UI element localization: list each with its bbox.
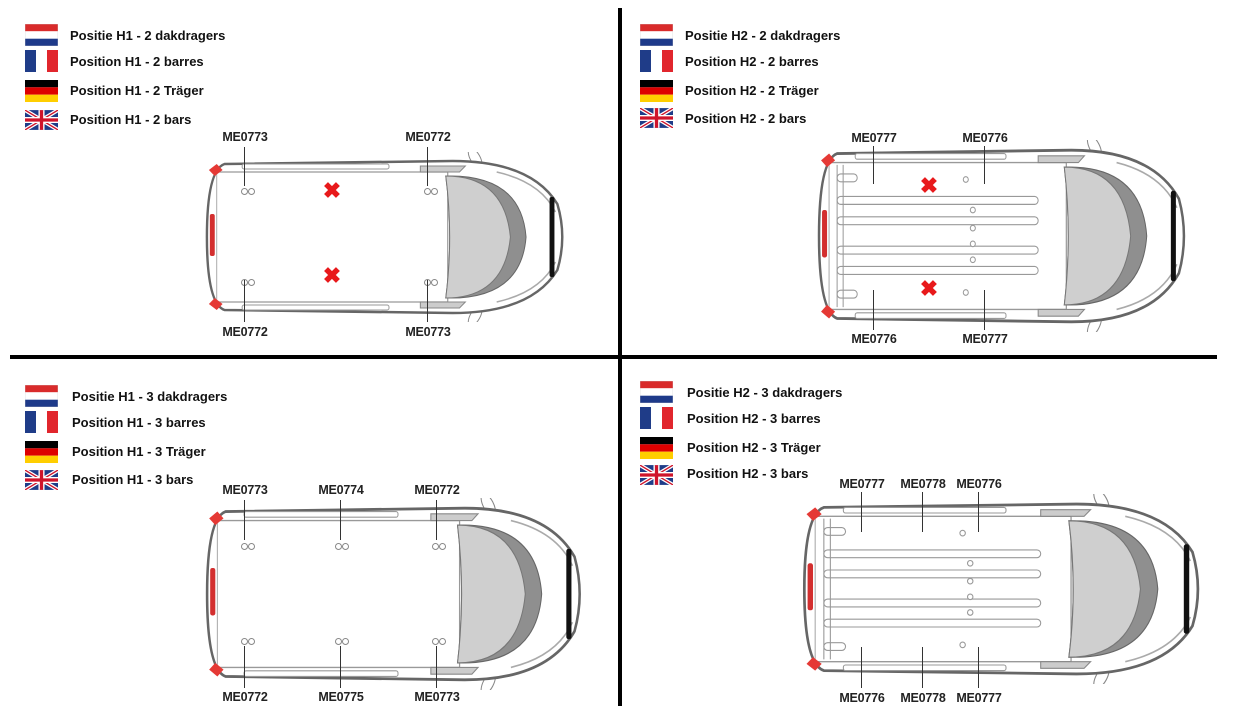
part-number-label: ME0772 <box>222 690 268 704</box>
flag-de-icon <box>640 437 673 459</box>
position-label-fr: Position H1 - 3 barres <box>72 415 206 430</box>
position-label-uk: Position H1 - 2 bars <box>70 112 192 127</box>
part-number-label: ME0777 <box>851 131 897 145</box>
mounting-hole <box>248 188 255 195</box>
part-number-label: ME0777 <box>839 477 885 491</box>
leader-line <box>436 500 437 540</box>
part-number-label: ME0772 <box>414 483 460 497</box>
position-label-fr: Position H2 - 2 barres <box>685 54 819 69</box>
part-number-label: ME0776 <box>851 332 897 346</box>
mounting-hole <box>342 638 349 645</box>
mounting-hole <box>248 279 255 286</box>
removed-position-x-icon: ✖ <box>919 276 939 301</box>
flag-fr-icon <box>640 407 673 429</box>
position-label-nl: Positie H1 - 2 dakdragers <box>70 28 226 43</box>
mounting-hole <box>439 543 446 550</box>
leader-line <box>978 492 979 532</box>
leader-line <box>244 646 245 688</box>
part-number-label: ME0775 <box>318 690 364 704</box>
mounting-hole <box>439 638 446 645</box>
position-label-nl: Positie H2 - 2 dakdragers <box>685 28 841 43</box>
part-number-label: ME0772 <box>405 130 451 144</box>
van-top-view-h1 <box>203 147 575 327</box>
flag-nl-icon <box>639 23 674 47</box>
position-label-uk: Position H2 - 3 bars <box>687 466 809 481</box>
position-label-de: Position H2 - 2 Träger <box>685 83 819 98</box>
leader-line <box>244 147 245 186</box>
leader-line <box>427 147 428 186</box>
removed-position-x-icon: ✖ <box>322 263 342 288</box>
leader-line <box>861 647 862 688</box>
leader-line <box>244 280 245 322</box>
position-label-fr: Position H1 - 2 barres <box>70 54 204 69</box>
leader-line <box>436 646 437 688</box>
mounting-hole <box>431 188 438 195</box>
mounting-hole <box>248 543 255 550</box>
part-number-label: ME0776 <box>839 691 885 705</box>
position-label-de: Position H2 - 3 Träger <box>687 440 821 455</box>
mounting-hole <box>248 638 255 645</box>
part-number-label: ME0777 <box>962 332 1008 346</box>
position-label-nl: Positie H1 - 3 dakdragers <box>72 389 228 404</box>
leader-line <box>427 280 428 322</box>
flag-uk-icon <box>639 106 674 130</box>
mounting-hole <box>241 188 248 195</box>
mounting-hole <box>431 279 438 286</box>
position-label-uk: Position H2 - 2 bars <box>685 111 807 126</box>
flag-uk-icon <box>24 108 59 132</box>
part-number-label: ME0773 <box>222 483 268 497</box>
horizontal-divider <box>10 355 1217 359</box>
part-number-label: ME0772 <box>222 325 268 339</box>
mounting-hole <box>432 638 439 645</box>
part-number-label: ME0776 <box>962 131 1008 145</box>
mounting-hole <box>432 543 439 550</box>
flag-de-icon <box>25 441 58 463</box>
leader-line <box>873 146 874 184</box>
removed-position-x-icon: ✖ <box>322 178 342 203</box>
part-number-label: ME0773 <box>222 130 268 144</box>
van-top-view-h1 <box>203 493 593 695</box>
flag-uk-icon <box>24 468 59 492</box>
part-number-label: ME0774 <box>318 483 364 497</box>
mounting-hole <box>342 543 349 550</box>
part-number-label: ME0778 <box>900 691 946 705</box>
part-number-label: ME0776 <box>956 477 1002 491</box>
flag-fr-icon <box>25 50 58 72</box>
leader-line <box>340 500 341 540</box>
flag-de-icon <box>640 80 673 102</box>
mounting-hole <box>335 638 342 645</box>
leader-line <box>984 146 985 184</box>
flag-fr-icon <box>640 50 673 72</box>
leader-line <box>978 647 979 688</box>
flag-fr-icon <box>25 411 58 433</box>
leader-line <box>922 647 923 688</box>
mounting-hole <box>424 188 431 195</box>
position-label-de: Position H1 - 3 Träger <box>72 444 206 459</box>
flag-nl-icon <box>639 380 674 404</box>
mounting-hole <box>335 543 342 550</box>
mounting-hole <box>241 543 248 550</box>
van-top-view-h2 <box>800 489 1212 689</box>
position-label-fr: Position H2 - 3 barres <box>687 411 821 426</box>
position-label-de: Position H1 - 2 Träger <box>70 83 204 98</box>
removed-position-x-icon: ✖ <box>919 173 939 198</box>
leader-line <box>861 492 862 532</box>
leader-line <box>340 646 341 688</box>
leader-line <box>244 500 245 540</box>
part-number-label: ME0773 <box>405 325 451 339</box>
part-number-label: ME0773 <box>414 690 460 704</box>
leader-line <box>922 492 923 532</box>
flag-nl-icon <box>24 23 59 47</box>
leader-line <box>873 290 874 330</box>
van-top-view-h2 <box>815 135 1197 337</box>
position-label-nl: Positie H2 - 3 dakdragers <box>687 385 843 400</box>
part-number-label: ME0778 <box>900 477 946 491</box>
part-number-label: ME0777 <box>956 691 1002 705</box>
position-label-uk: Position H1 - 3 bars <box>72 472 194 487</box>
flag-uk-icon <box>639 463 674 487</box>
mounting-hole <box>241 638 248 645</box>
flag-nl-icon <box>24 384 59 408</box>
leader-line <box>984 290 985 330</box>
flag-de-icon <box>25 80 58 102</box>
